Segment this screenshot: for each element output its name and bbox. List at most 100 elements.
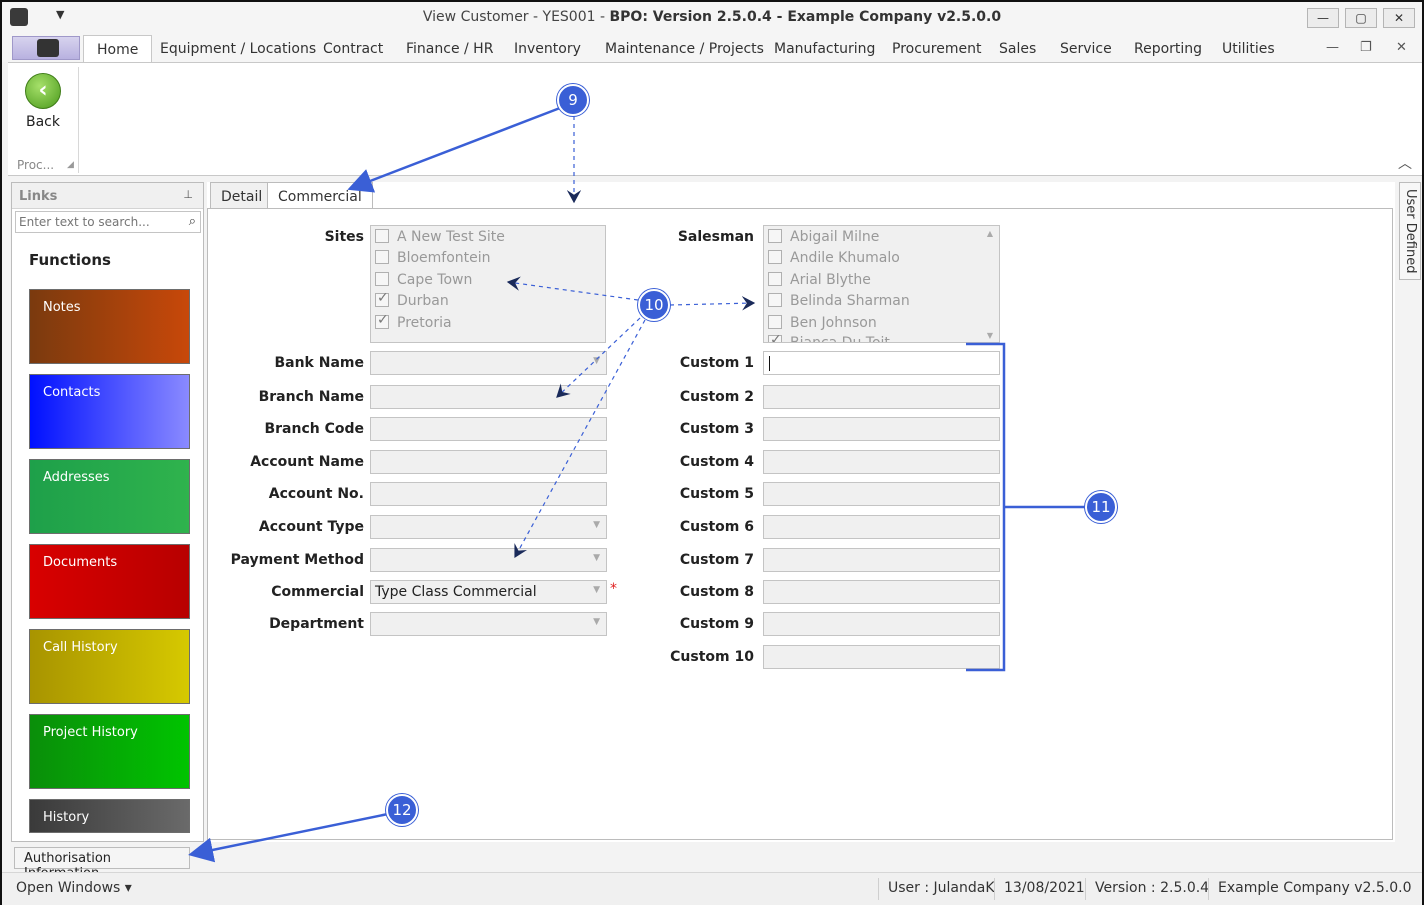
site-item[interactable]: Pretoria bbox=[375, 312, 452, 331]
custom-9-field[interactable] bbox=[763, 612, 1000, 636]
history-button[interactable]: History bbox=[29, 799, 190, 833]
custom-10-field[interactable] bbox=[763, 645, 1000, 669]
custom-8-label: Custom 8 bbox=[679, 584, 754, 600]
tab-commercial[interactable]: Commercial bbox=[267, 182, 373, 210]
branch-code-field[interactable] bbox=[370, 417, 607, 441]
ribbon-collapse-icon[interactable]: ︿ bbox=[1398, 156, 1412, 172]
menu-tab-maintenance-projects[interactable]: Maintenance / Projects bbox=[605, 41, 764, 57]
call-history-button[interactable]: Call History bbox=[29, 629, 190, 704]
back-button[interactable]: Back bbox=[26, 114, 60, 130]
checkbox-icon[interactable] bbox=[375, 250, 389, 264]
chevron-down-icon[interactable]: ▼ bbox=[593, 553, 600, 563]
salesman-item[interactable]: Bianca Du Toit bbox=[768, 332, 890, 342]
checkbox-icon[interactable] bbox=[768, 315, 782, 329]
notes-button[interactable]: Notes bbox=[29, 289, 190, 364]
custom-5-field[interactable] bbox=[763, 482, 1000, 506]
checkbox-icon[interactable] bbox=[375, 229, 389, 243]
menu-tab-equipment-locations[interactable]: Equipment / Locations bbox=[160, 41, 317, 57]
custom-2-label: Custom 2 bbox=[679, 389, 754, 405]
menu-tab-procurement[interactable]: Procurement bbox=[892, 41, 982, 57]
authorisation-information-tab[interactable]: Authorisation Information bbox=[14, 847, 190, 881]
mdi-minimize-button[interactable]: — bbox=[1326, 40, 1339, 55]
search-icon[interactable]: ⌕ bbox=[188, 214, 196, 229]
scroll-down-icon[interactable]: ▼ bbox=[986, 331, 993, 340]
checkbox-checked-icon[interactable] bbox=[375, 290, 389, 307]
custom-3-field[interactable] bbox=[763, 417, 1000, 441]
open-windows-dropdown[interactable]: Open Windows ▾ bbox=[16, 880, 132, 896]
salesman-item[interactable]: Ben Johnson bbox=[768, 315, 877, 331]
payment-method-dropdown[interactable]: ▼ bbox=[370, 548, 607, 572]
quick-access-dropdown-icon[interactable]: ▼ bbox=[56, 8, 65, 21]
commercial-dropdown[interactable]: Type Class Commercial▼ bbox=[370, 580, 607, 604]
group-launcher-icon[interactable]: ◢ bbox=[67, 160, 74, 170]
addresses-button[interactable]: Addresses bbox=[29, 459, 190, 534]
account-name-field[interactable] bbox=[370, 450, 607, 474]
checkbox-icon[interactable] bbox=[768, 293, 782, 307]
site-item[interactable]: A New Test Site bbox=[375, 229, 505, 245]
scroll-up-icon[interactable]: ▲ bbox=[986, 229, 993, 238]
menu-tab-service[interactable]: Service bbox=[1060, 41, 1112, 57]
menu-tab-reporting[interactable]: Reporting bbox=[1134, 41, 1203, 57]
menu-tab-contract[interactable]: Contract bbox=[323, 41, 384, 57]
menu-tab-finance-hr[interactable]: Finance / HR bbox=[406, 41, 494, 57]
checkbox-checked-icon[interactable] bbox=[375, 312, 389, 329]
menu-tab-utilities[interactable]: Utilities bbox=[1222, 41, 1275, 57]
contacts-button[interactable]: Contacts bbox=[29, 374, 190, 449]
bank-name-dropdown[interactable]: ▼ bbox=[370, 351, 607, 375]
custom-2-field[interactable] bbox=[763, 385, 1000, 409]
menu-tab-home[interactable]: Home bbox=[83, 35, 153, 63]
custom-1-field[interactable] bbox=[763, 351, 1000, 375]
checkbox-icon[interactable] bbox=[768, 250, 782, 264]
tab-detail[interactable]: Detail bbox=[210, 182, 274, 209]
pin-icon[interactable]: ⊥ bbox=[183, 188, 193, 201]
links-search-input[interactable] bbox=[16, 212, 178, 232]
payment-method-label: Payment Method bbox=[230, 552, 364, 568]
checkbox-icon[interactable] bbox=[768, 272, 782, 286]
custom-1-label: Custom 1 bbox=[679, 355, 754, 371]
department-dropdown[interactable]: ▼ bbox=[370, 612, 607, 636]
back-arrow-icon[interactable]: ‹ bbox=[25, 73, 61, 109]
site-item[interactable]: Durban bbox=[375, 290, 449, 309]
ribbon-group-label: Proc... bbox=[17, 158, 55, 172]
custom-4-field[interactable] bbox=[763, 450, 1000, 474]
close-button[interactable]: ✕ bbox=[1383, 8, 1415, 28]
project-history-button[interactable]: Project History bbox=[29, 714, 190, 789]
chevron-down-icon[interactable]: ▼ bbox=[593, 520, 600, 530]
menu-tab-sales[interactable]: Sales bbox=[999, 41, 1037, 57]
account-no-field[interactable] bbox=[370, 482, 607, 506]
salesman-item[interactable]: Andile Khumalo bbox=[768, 250, 900, 266]
checkbox-icon[interactable] bbox=[768, 229, 782, 243]
mdi-restore-button[interactable]: ❐ bbox=[1360, 40, 1372, 55]
app-logo-icon[interactable] bbox=[10, 8, 28, 26]
title-bar: ▼ View Customer - YES001 - BPO: Version … bbox=[2, 2, 1422, 32]
links-search-box: ⌕ bbox=[15, 211, 201, 233]
maximize-button[interactable]: ▢ bbox=[1345, 8, 1377, 28]
custom-4-label: Custom 4 bbox=[679, 454, 754, 470]
branch-name-field[interactable] bbox=[370, 385, 607, 409]
site-item[interactable]: Bloemfontein bbox=[375, 250, 491, 266]
custom-6-field[interactable] bbox=[763, 515, 1000, 539]
menu-tab-manufacturing[interactable]: Manufacturing bbox=[774, 41, 876, 57]
salesman-item[interactable]: Abigail Milne bbox=[768, 229, 879, 245]
chevron-down-icon[interactable]: ▼ bbox=[593, 585, 600, 595]
mdi-close-button[interactable]: ✕ bbox=[1396, 40, 1407, 55]
salesman-item[interactable]: Arial Blythe bbox=[768, 272, 871, 288]
callout-12: 12 bbox=[386, 794, 418, 826]
user-defined-side-tab[interactable]: User Defined bbox=[1399, 182, 1421, 280]
status-user: User : JulandaK bbox=[888, 880, 995, 896]
account-type-dropdown[interactable]: ▼ bbox=[370, 515, 607, 539]
custom-7-field[interactable] bbox=[763, 548, 1000, 572]
chevron-down-icon[interactable]: ▼ bbox=[593, 356, 600, 366]
salesman-item[interactable]: Belinda Sharman bbox=[768, 293, 910, 309]
menu-tab-inventory[interactable]: Inventory bbox=[514, 41, 581, 57]
site-item[interactable]: Cape Town bbox=[375, 272, 472, 288]
sites-checklist: A New Test Site Bloemfontein Cape Town D… bbox=[370, 225, 606, 343]
links-panel: Links ⊥ ⌕ Functions Notes Contacts Addre… bbox=[11, 182, 204, 842]
custom-8-field[interactable] bbox=[763, 580, 1000, 604]
checkbox-checked-icon[interactable] bbox=[768, 332, 782, 342]
checkbox-icon[interactable] bbox=[375, 272, 389, 286]
documents-button[interactable]: Documents bbox=[29, 544, 190, 619]
minimize-button[interactable]: — bbox=[1307, 8, 1339, 28]
application-menu-button[interactable] bbox=[12, 36, 80, 60]
chevron-down-icon[interactable]: ▼ bbox=[593, 617, 600, 627]
